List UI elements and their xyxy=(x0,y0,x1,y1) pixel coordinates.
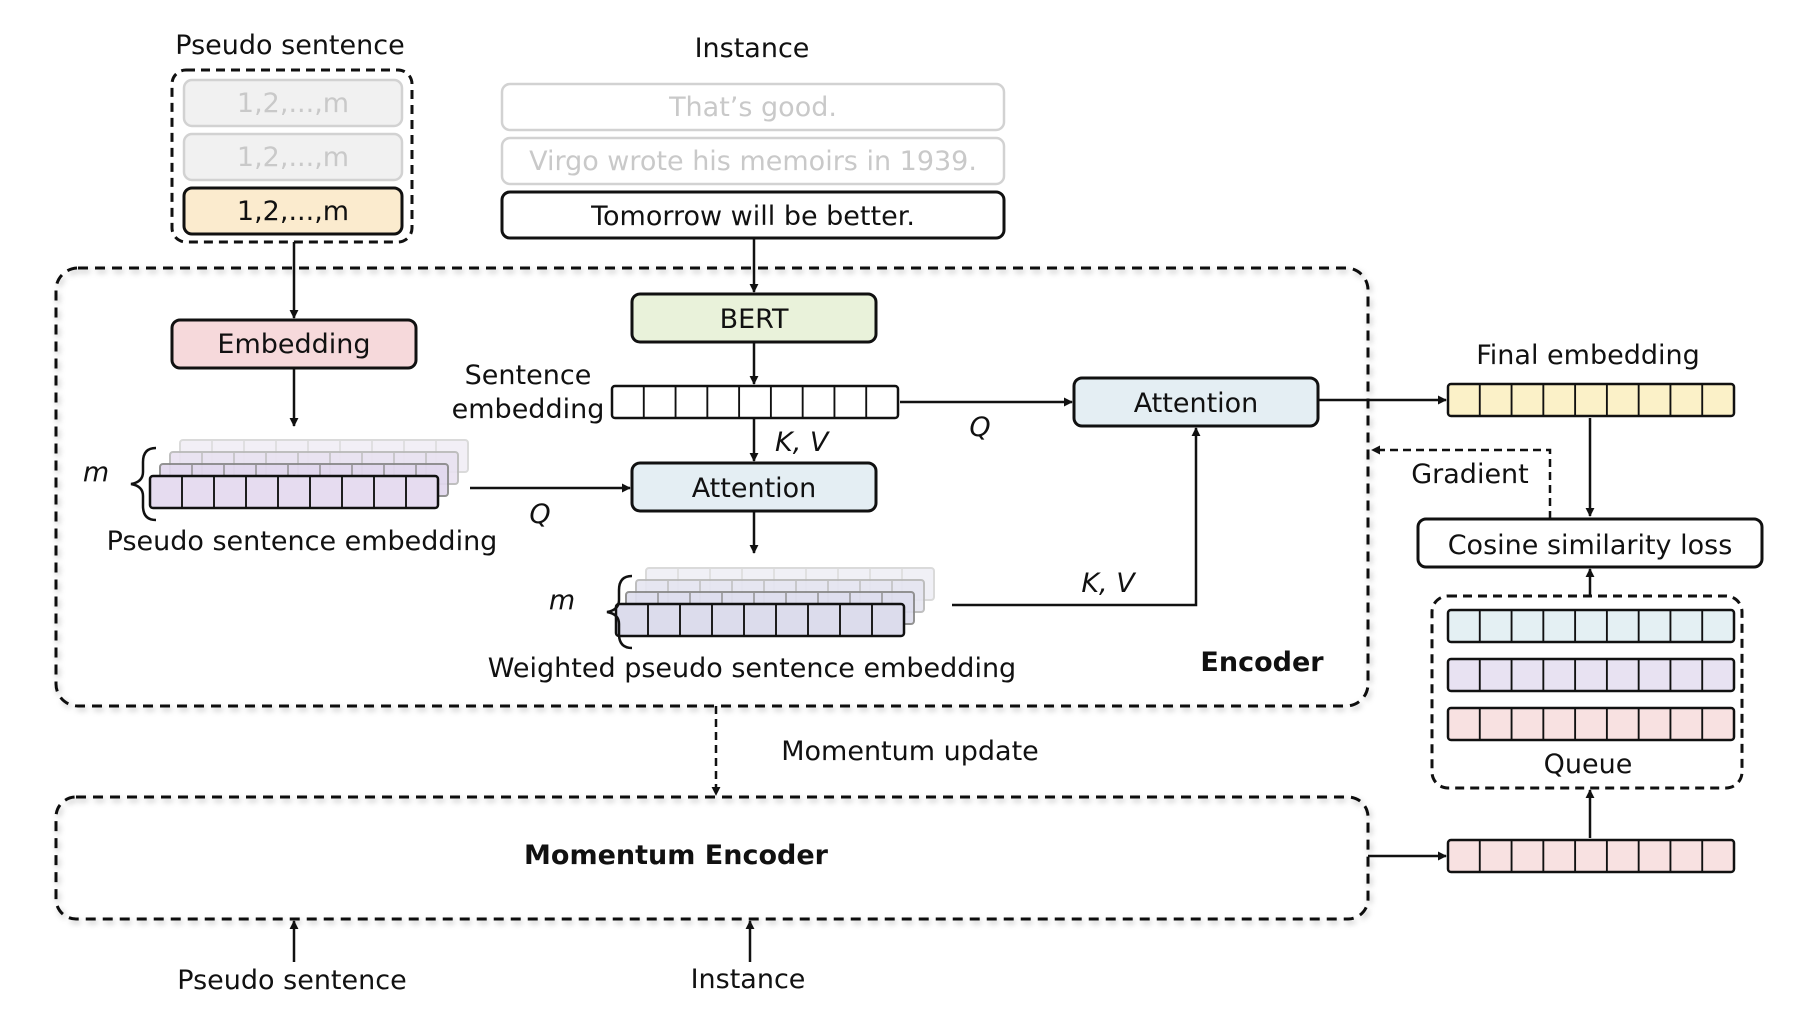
gradient-arrow xyxy=(1371,445,1552,519)
m-brace-2 xyxy=(606,574,633,650)
kv-label-2: K, V xyxy=(1081,568,1137,599)
attention-label-2: Attention xyxy=(1134,388,1259,419)
embedding-label: Embedding xyxy=(217,329,370,360)
sentence-embedding-cells xyxy=(610,384,900,420)
pseudo-sentence-faded-2: 1,2,...,m xyxy=(237,142,349,173)
q-label-2: Q xyxy=(969,412,990,443)
kv-label-1: K, V xyxy=(775,427,831,458)
momentum-encoder-label: Momentum Encoder xyxy=(524,840,829,871)
encoder-label: Encoder xyxy=(1200,647,1324,678)
queue-vector-blue xyxy=(1446,608,1736,644)
instance-title: Instance xyxy=(695,33,810,64)
pseudo-sentence-active-box xyxy=(182,186,404,236)
pseudo-sentence-embedding-label: Pseudo sentence embedding xyxy=(107,526,498,557)
instance-faded-box-2 xyxy=(500,136,1006,186)
pseudo-sentence-faded-box-2 xyxy=(182,132,404,182)
pseudo-sentence-group xyxy=(170,68,414,244)
attention-label-1: Attention xyxy=(692,473,817,504)
momentum-input-pseudo-label: Pseudo sentence xyxy=(177,965,406,996)
queue-label: Queue xyxy=(1544,749,1633,780)
momentum-input-instance-label: Instance xyxy=(691,964,806,995)
instance-active: Tomorrow will be better. xyxy=(590,201,915,232)
queue-vector-pink xyxy=(1446,706,1736,742)
weighted-stack-front xyxy=(614,602,906,638)
final-embedding-label: Final embedding xyxy=(1476,340,1700,371)
sentence-embedding-vector xyxy=(610,384,900,420)
sentence-embedding-label-line1: Sentence xyxy=(465,360,592,391)
m-label-2: m xyxy=(549,585,575,616)
instance-faded-1: That’s good. xyxy=(668,92,837,123)
queue-group xyxy=(1430,594,1744,790)
m-brace-1 xyxy=(130,446,157,522)
bert-label: BERT xyxy=(720,304,789,335)
pseudo-sentence-active: 1,2,...,m xyxy=(237,196,349,227)
weighted-pseudo-sentence-embedding-label: Weighted pseudo sentence embedding xyxy=(488,653,1016,684)
momentum-embedding-cells xyxy=(1446,838,1736,874)
weighted-pseudo-sentence-embedding-stack xyxy=(614,567,935,638)
final-embedding-vector xyxy=(1446,382,1736,418)
q-label-1: Q xyxy=(529,499,550,530)
pseudo-stack-front xyxy=(148,474,440,510)
cosine-similarity-loss-label: Cosine similarity loss xyxy=(1448,530,1733,561)
pseudo-sentence-title: Pseudo sentence xyxy=(175,30,404,61)
sentence-embedding-label-line2: embedding xyxy=(452,394,605,425)
final-embedding-cells xyxy=(1446,382,1736,418)
queue-vector-purple xyxy=(1446,657,1736,693)
instance-faded-2: Virgo wrote his memoirs in 1939. xyxy=(529,146,977,177)
arrow-weighted-to-attention-2 xyxy=(952,427,1201,607)
pseudo-sentence-faded-box-1 xyxy=(182,78,404,128)
encoder-container xyxy=(54,266,1370,708)
pseudo-sentence-faded-1: 1,2,...,m xyxy=(237,88,349,119)
m-label-1: m xyxy=(83,457,109,488)
instance-faded-box-1 xyxy=(500,82,1006,132)
pseudo-sentence-embedding-stack xyxy=(148,439,469,510)
momentum-encoder-container xyxy=(54,795,1370,921)
attention-box-2 xyxy=(1072,376,1320,428)
momentum-embedding-vector xyxy=(1446,838,1736,874)
momentum-update-label: Momentum update xyxy=(781,736,1039,767)
queue-vectors xyxy=(1446,608,1736,742)
cosine-similarity-loss-box xyxy=(1416,517,1764,569)
gradient-label: Gradient xyxy=(1411,459,1529,490)
